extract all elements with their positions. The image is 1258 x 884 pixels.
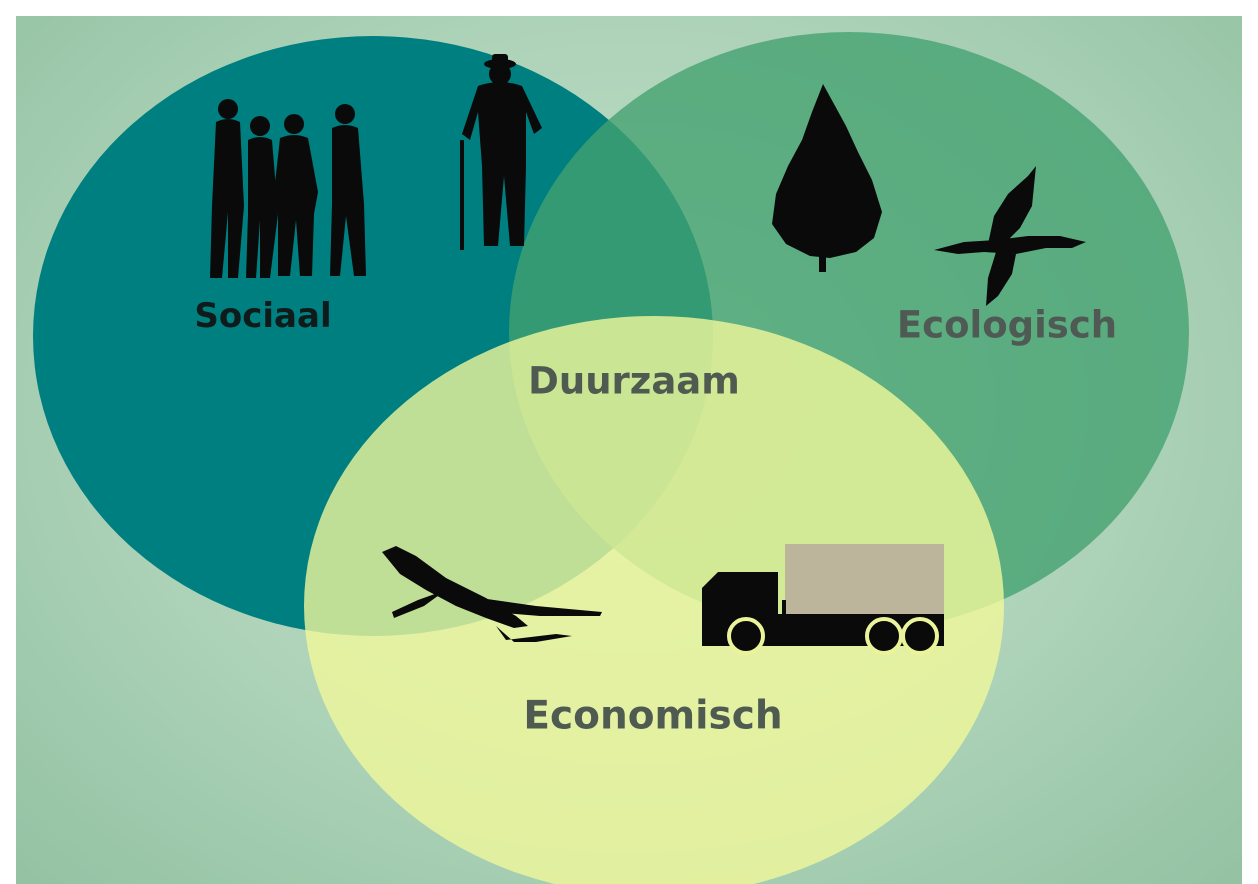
economisch-label: Economisch [523,693,783,739]
truck-icon [702,544,944,655]
elderly-man-with-cane-icon [460,54,542,250]
venn-diagram: Sociaal Ecologisch Duurzaam Economisch [16,16,1242,884]
economisch-circle [304,316,1004,884]
airplane-icon [382,546,602,642]
tree-icon [772,84,882,272]
ecologisch-label: Ecologisch [896,303,1118,347]
duurzaam-label: Duurzaam [528,359,740,403]
flying-crane-bird-icon [934,166,1086,306]
venn-svg [33,32,1189,884]
group-of-people-silhouette-icon [210,99,366,278]
sociaal-label: Sociaal [194,296,332,336]
